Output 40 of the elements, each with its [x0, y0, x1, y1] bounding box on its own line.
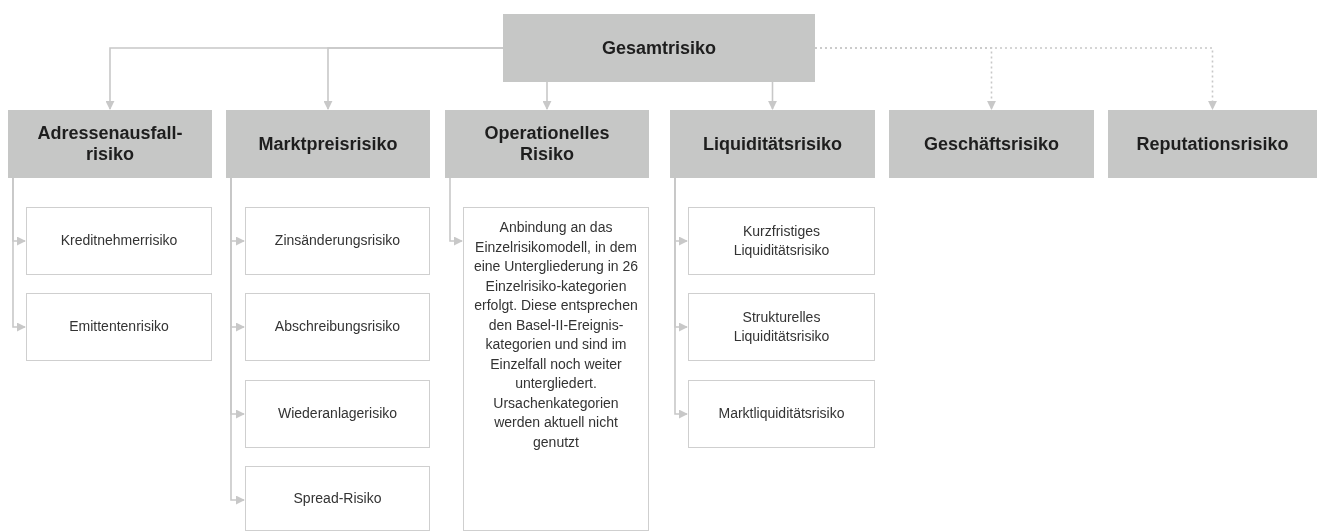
connector-arrow [323, 47, 504, 110]
box-label: Marktliquiditätsrisiko [718, 404, 845, 424]
box-label: Reputationsrisiko [1136, 133, 1289, 155]
connector-arrow [768, 81, 777, 110]
category-box [670, 110, 875, 178]
connector-arrow [230, 177, 245, 505]
box-label: Geschäftsrisiko [923, 133, 1060, 155]
subcategory-box [688, 380, 875, 448]
box-label: Liquiditätsrisiko [703, 133, 842, 155]
box-label: Kreditnehmerrisiko [60, 231, 178, 251]
category-box [8, 110, 212, 178]
subcategory-box [26, 207, 212, 275]
subcategory-box [26, 293, 212, 361]
category-box [445, 110, 649, 178]
box-label: Gesamtrisiko [601, 37, 717, 59]
subcategory-box [245, 380, 430, 448]
box-label: Operationelles Risiko [483, 123, 611, 165]
box-label: Zinsänderungsrisiko [274, 231, 401, 251]
category-box [503, 14, 815, 82]
category-box [889, 110, 1094, 178]
subcategory-box [245, 466, 430, 531]
category-box [1108, 110, 1317, 178]
subcategory-box [463, 207, 649, 531]
subcategory-box [688, 293, 875, 361]
box-label: Strukturelles Liquiditätsrisiko [732, 307, 831, 346]
category-box [226, 110, 430, 178]
box-label: Anbindung an das Einzelrisikomodell, in dem eine Untergliederung in 26 Einzelrisiko-kategorien erfolgt. Diese entsprechen den Basel-II-Ereignis-kategorien und sind im Einzelfall noch weiter untergliedert. Ursachenkategorien werden aktuell nicht genutzt [472, 218, 640, 452]
box-label: Emittentenrisiko [69, 317, 169, 337]
box-label: Abschreibungsrisiko [274, 317, 401, 337]
box-label: Wiederanlagerisiko [277, 404, 398, 424]
box-label: Spread-Risiko [293, 488, 382, 508]
box-label: Adressenausfall-risiko [36, 123, 184, 165]
subcategory-box [245, 293, 430, 361]
connector-arrow [12, 177, 26, 332]
box-label: Kurzfristiges Liquiditätsrisiko [732, 221, 831, 260]
connector-arrow [449, 177, 463, 246]
subcategory-box [688, 207, 875, 275]
box-label: Marktpreisrisiko [258, 133, 398, 155]
subcategory-box [245, 207, 430, 275]
connector-arrow [542, 81, 552, 110]
